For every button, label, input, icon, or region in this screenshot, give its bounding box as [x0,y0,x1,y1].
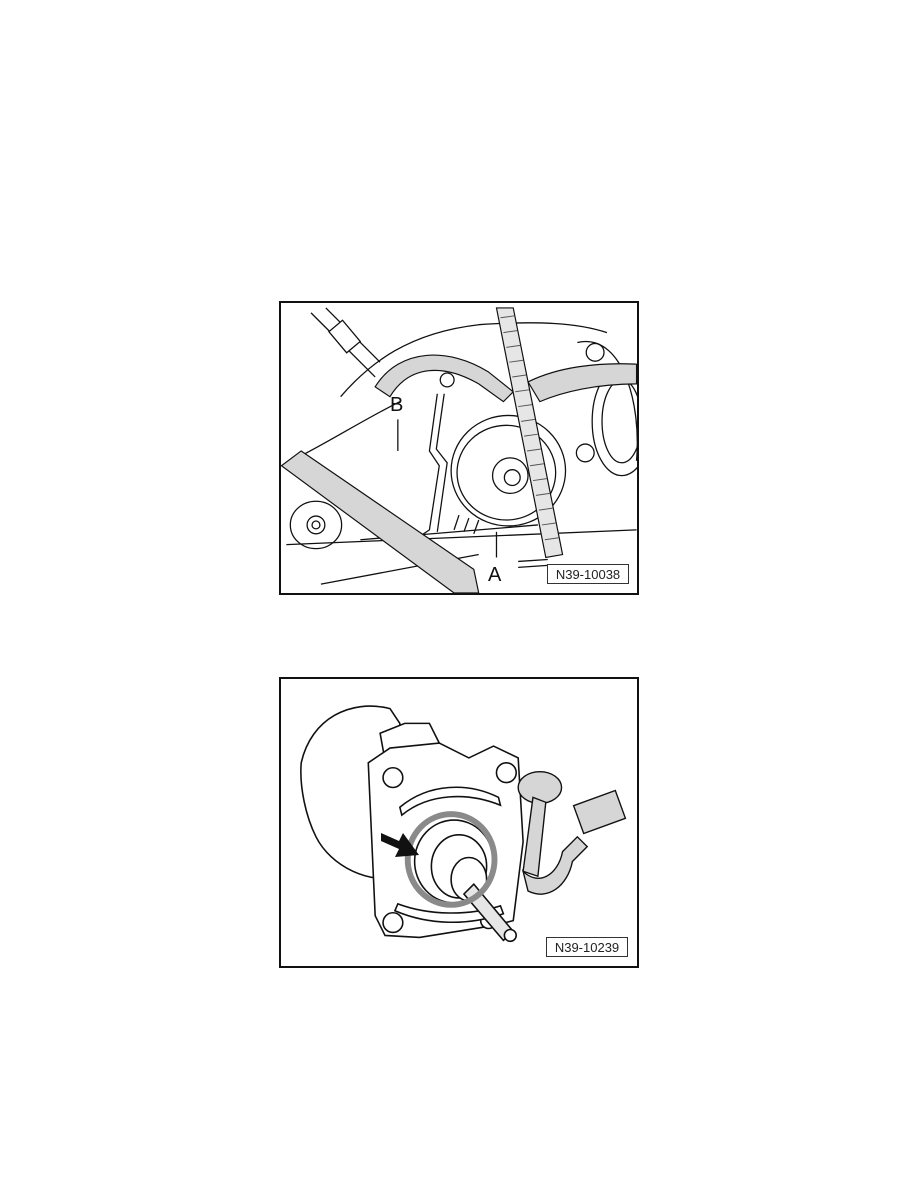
figure-engine-bay: B A N39-10038 [279,301,639,595]
callout-label-a: A [488,564,502,586]
figure-motor-seal: N39-10239 [279,677,639,968]
motor-seal-illustration [300,705,627,943]
figure-id-label: N39-10038 [547,564,629,584]
figure-id-label: N39-10239 [546,937,628,957]
engine-bay-illustration [281,307,637,593]
arrow-icon [381,833,419,857]
callout-label-b: B [390,394,404,416]
